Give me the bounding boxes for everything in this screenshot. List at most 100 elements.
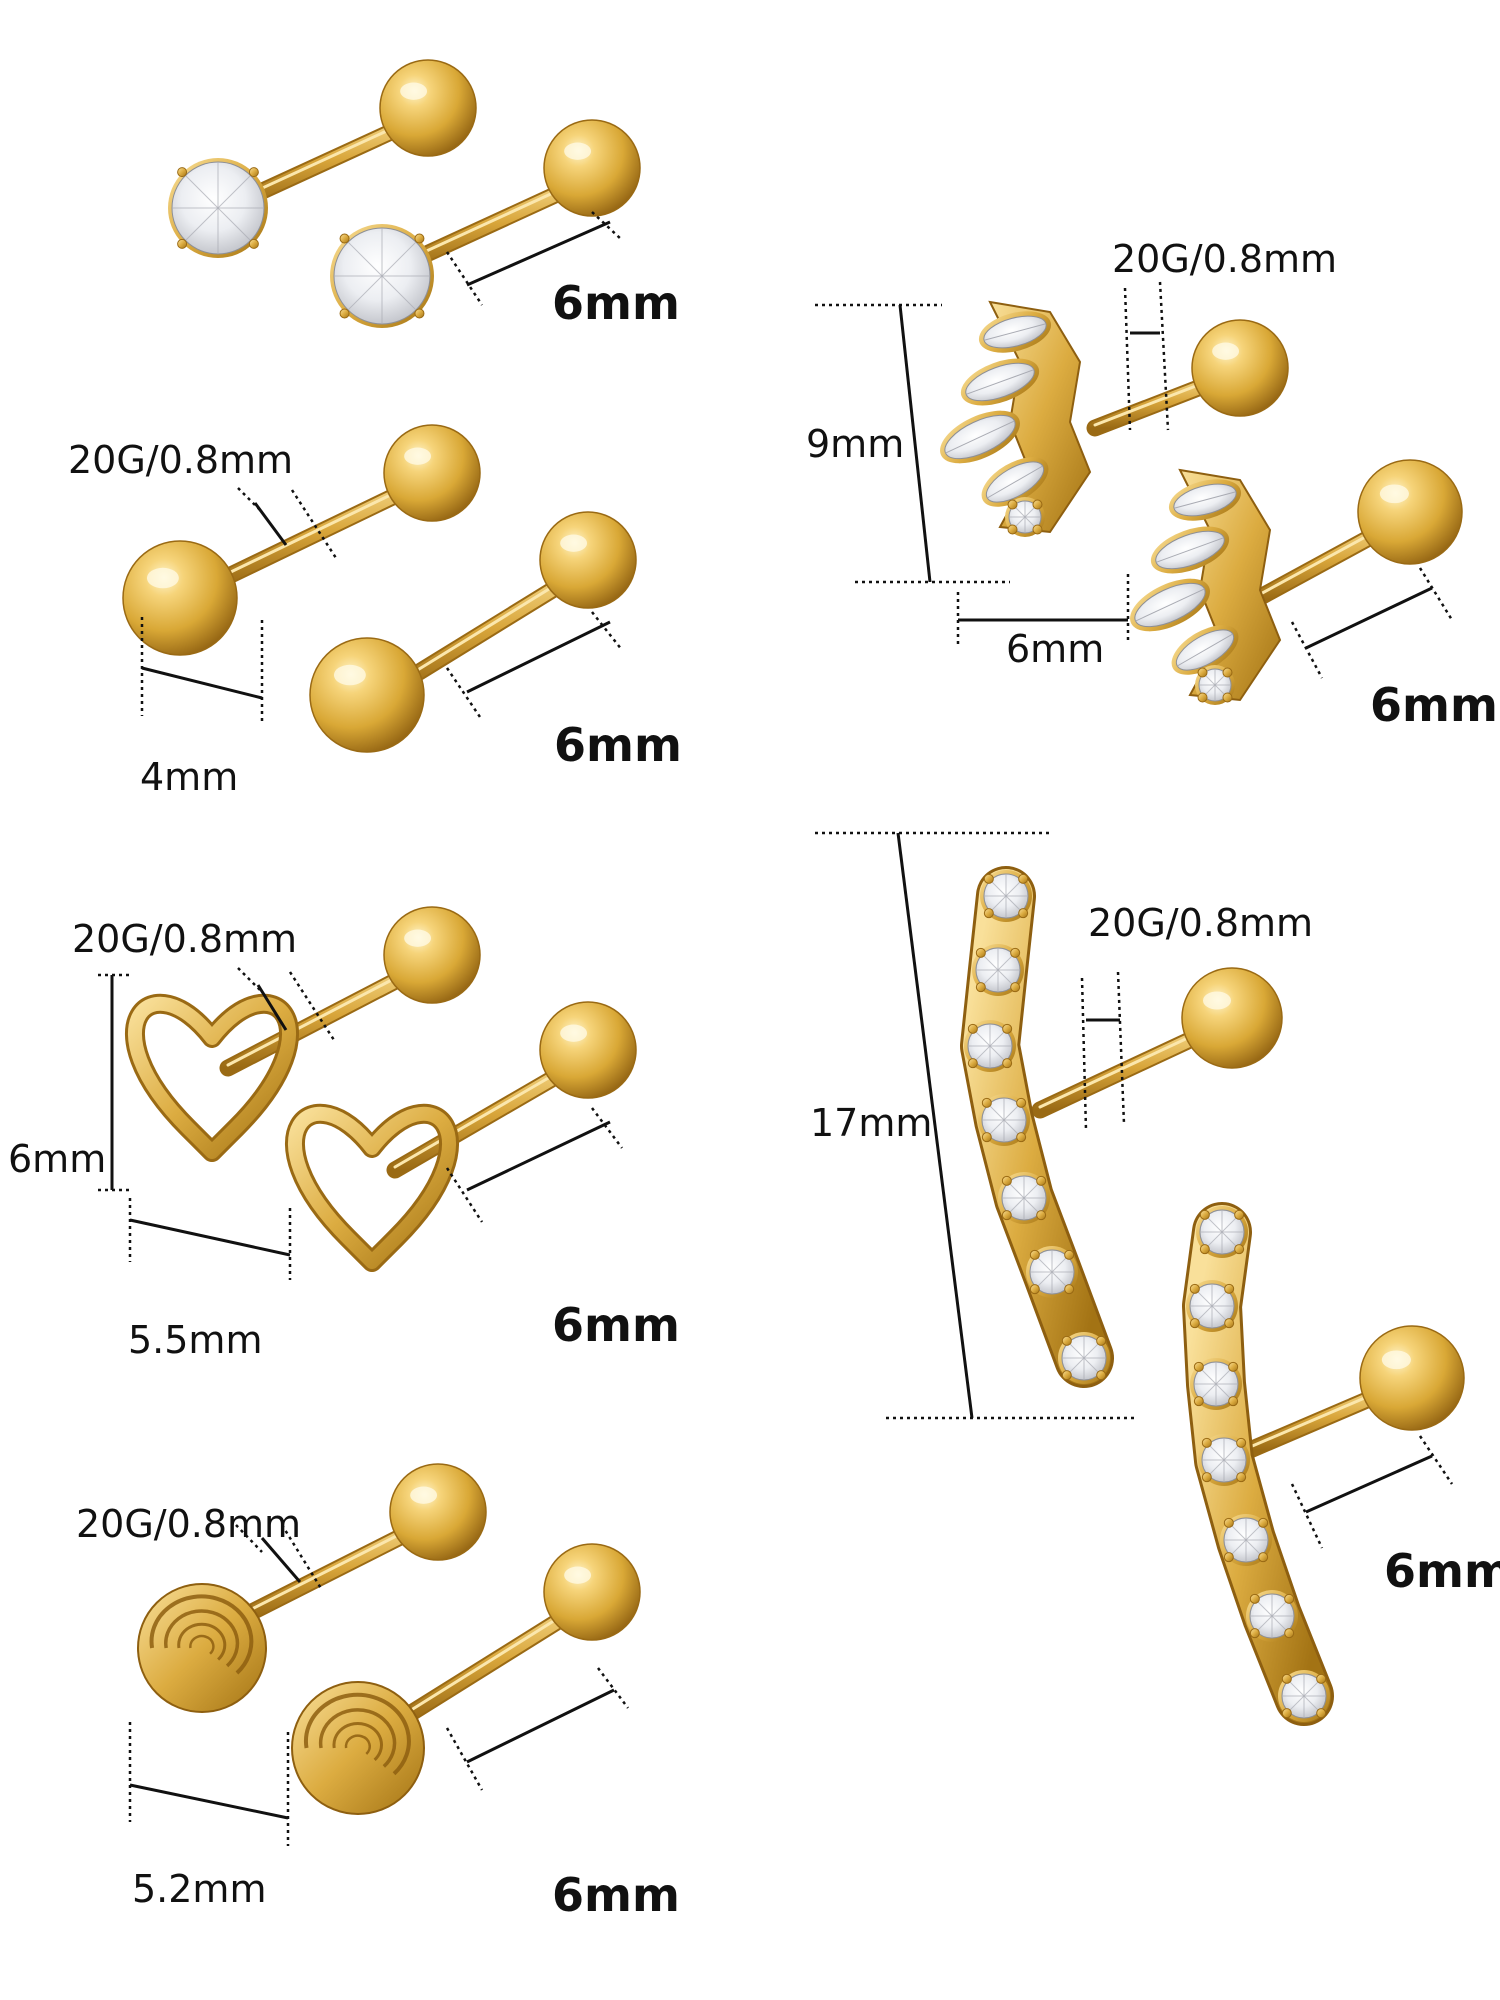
item4b-rose-petal <box>303 1692 411 1776</box>
item6b-stone-2-facet <box>1196 1290 1213 1307</box>
item5a-stone-5-prong <box>1007 499 1018 510</box>
item6b-stone-7-prong <box>1281 1673 1292 1684</box>
item6a-stone-5-prong <box>1036 1210 1047 1221</box>
item6b-stone-1-facet <box>1221 1216 1238 1233</box>
item6b-stone-4-prong <box>1201 1472 1212 1483</box>
item4b-ball <box>543 1543 641 1641</box>
item1b-crystal-prong <box>339 308 350 319</box>
item6b-stone-2-facet <box>1211 1290 1228 1307</box>
item5-height-line <box>898 304 932 583</box>
item6-gauge-ext-a <box>1080 977 1088 1131</box>
item3a-heart <box>127 996 297 1159</box>
item4b-rose-petal <box>318 1708 397 1768</box>
item1a-crystal-prong <box>177 238 188 249</box>
item6b-stone-5-prong <box>1223 1517 1234 1528</box>
item2-front-size-label: 4mm <box>140 755 239 799</box>
item6-height-label: 17mm <box>810 1101 933 1145</box>
item1b-crystal-prong <box>414 233 425 244</box>
item6b-stone-5-prong <box>1258 1517 1269 1528</box>
item2-gauge-line <box>253 502 288 546</box>
item6a-stone-7-facet <box>1083 1342 1100 1359</box>
item3b-heart-edge <box>284 1103 460 1272</box>
item1a-crystal-facet <box>185 175 219 209</box>
item6a-stone-4-prong <box>1016 1132 1027 1143</box>
item6b-stone-1-facet <box>1206 1216 1223 1233</box>
item1a-ball-shine <box>400 82 428 100</box>
item5a-stone-2-facet <box>966 369 1034 395</box>
item4a-ball <box>389 1463 487 1561</box>
item6a-stone-2-facet <box>997 969 1014 986</box>
item5a-stone-1-group <box>978 311 1052 353</box>
item3b-ball-shine <box>560 1024 588 1042</box>
item5b-stone-5-prong <box>1222 667 1233 678</box>
item3b-heart <box>287 1106 457 1269</box>
item2a-front-ball-shine <box>146 567 179 589</box>
item6b-ball-shine <box>1381 1350 1411 1370</box>
item6a-stone-7-facet <box>1068 1342 1085 1359</box>
item6b-stone-2-facet <box>1211 1305 1228 1322</box>
item1a-crystal-prong <box>248 238 259 249</box>
item4b-rose-petal <box>344 1734 371 1755</box>
item5b-frame <box>1178 468 1282 702</box>
item6a-stone-7-prong <box>1096 1335 1107 1346</box>
item6b-stone-4-facet <box>1208 1459 1225 1476</box>
item2-size-line <box>141 666 263 700</box>
item4-gauge-ext-b <box>280 1524 324 1591</box>
item6-gauge-ext-b <box>1116 971 1126 1125</box>
item3-gauge-line <box>256 984 288 1031</box>
item6b-stone-1-prong <box>1199 1209 1210 1220</box>
item6a-stone-3-prong <box>1002 1023 1013 1034</box>
item4-post-length-label: 6mm <box>552 1868 680 1922</box>
item2a-front-ball <box>122 540 238 656</box>
item1a-crystal-prong <box>177 167 188 178</box>
item6b-ball <box>1359 1325 1465 1431</box>
item6a-stone-5-facet <box>1023 1182 1040 1199</box>
item6a-stone-5-prong <box>1036 1175 1047 1186</box>
item6a-stone-3-prong <box>1002 1058 1013 1069</box>
item6a-stone-2-facet <box>997 954 1014 971</box>
item5a-stone-3-facet <box>945 420 1015 454</box>
item4-width-line <box>129 1783 289 1820</box>
item6b-stone-7-facet <box>1288 1680 1305 1697</box>
item5a-stone-4-facet <box>987 465 1043 499</box>
item2b-front-ball-shine <box>333 664 366 686</box>
item2-post-ext-b <box>591 611 623 651</box>
item2-post-length-label: 6mm <box>554 718 682 772</box>
item5-post-line <box>1305 586 1433 650</box>
item6a-stone-5-prong <box>1001 1175 1012 1186</box>
item6b-stone-4-facet <box>1223 1459 1240 1476</box>
item6b-stone-6-prong <box>1249 1593 1260 1604</box>
item5a-ball-shine <box>1212 342 1240 360</box>
item5b-ball-shine <box>1379 484 1409 504</box>
item1b-ball <box>543 119 641 217</box>
item6a-stone-4-facet <box>1003 1119 1020 1136</box>
item6a-stone-1-prong <box>983 908 994 919</box>
item5b-stone-2-group <box>1150 526 1230 574</box>
item6b-stone-5-prong <box>1258 1552 1269 1563</box>
item6b-stone-1-prong <box>1234 1244 1245 1255</box>
item6a-stone-7-prong <box>1061 1335 1072 1346</box>
item1a-ball <box>379 59 477 157</box>
item6a-stone-1-prong <box>983 873 994 884</box>
item3-height-label: 6mm <box>8 1137 107 1181</box>
item5a-stone-1-facet <box>983 323 1047 341</box>
item6a-stone-4-facet <box>988 1119 1005 1136</box>
item1a-crystal-prong <box>248 167 259 178</box>
item3-gauge-label: 20G/0.8mm <box>72 917 298 961</box>
item5a-band <box>988 300 1092 534</box>
item5-post-length-label: 6mm <box>1370 678 1498 732</box>
item6b-stone-1-prong <box>1199 1244 1210 1255</box>
item6a-stone-1-facet <box>1005 880 1022 897</box>
item1b-crystal-facet <box>347 275 383 311</box>
item6b-stone-7-facet <box>1303 1695 1320 1712</box>
item6b-stone-4-prong <box>1236 1437 1247 1448</box>
item6a-stone-6-prong <box>1029 1249 1040 1260</box>
item6b-stone-4-prong <box>1236 1472 1247 1483</box>
item6a-stone-2-facet <box>982 954 999 971</box>
item6b-stone-2-prong <box>1224 1283 1235 1294</box>
item5b-band <box>1178 468 1282 702</box>
item1a-crystal-facet <box>185 207 219 241</box>
item5b-ball <box>1357 459 1463 565</box>
item6-gauge-label: 20G/0.8mm <box>1088 901 1314 945</box>
